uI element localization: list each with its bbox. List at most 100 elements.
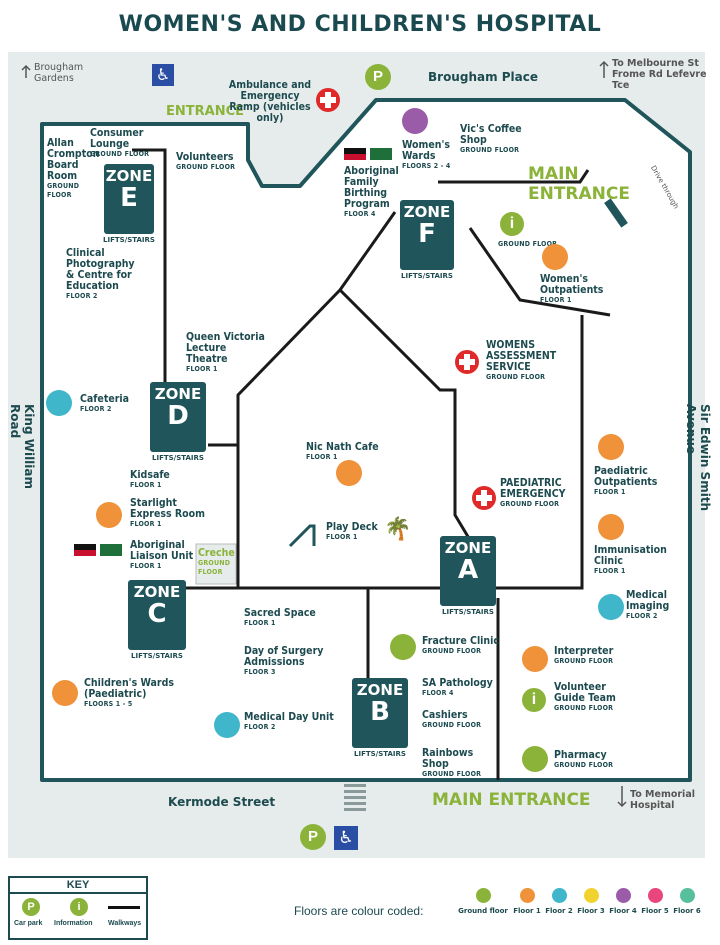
palm-tree-icon: 🌴: [384, 516, 412, 541]
entrance-steps: [344, 784, 366, 811]
zone-c-sub: LIFTS/STAIRS: [131, 652, 183, 660]
legend-floor-6: Floor 6: [672, 888, 702, 915]
car-park-icon: P: [300, 824, 326, 850]
melbourne-st-label: To Melbourne St Frome Rd Lefevre Tce: [612, 58, 707, 91]
street-arrows: [21, 60, 627, 808]
first-aid-icon: [455, 350, 479, 374]
kermode-street-label: Kermode Street: [168, 795, 276, 809]
zone-a-sub: LIFTS/STAIRS: [442, 608, 494, 616]
memorial-hospital-label: To Memorial Hospital: [630, 789, 695, 811]
torres-strait-flag-icon: [100, 544, 122, 556]
first-aid-icon: [316, 88, 340, 112]
starlight-icon: [96, 502, 122, 528]
information-icon: i: [500, 212, 524, 236]
walkway: [208, 287, 472, 541]
key-walkways-label: Walkways: [108, 920, 142, 927]
childrens-wards-label[interactable]: Children's Wards (Paediatric)FLOORS 1 - …: [84, 677, 174, 709]
accessible-icon: ♿: [152, 64, 174, 86]
slide-icon: [288, 522, 320, 548]
medical-day-unit-icon: [214, 712, 240, 738]
main-entrance-bottom-label[interactable]: MAIN ENTRANCE: [432, 790, 591, 810]
medical-imaging-icon: [598, 594, 624, 620]
sir-edwin-smith-label: Sir Edwin Smith Avenue: [684, 404, 712, 512]
fracture-clinic-icon: [390, 634, 416, 660]
walkway: [132, 148, 167, 395]
walkway: [468, 227, 611, 317]
page-title: WOMEN'S AND CHILDREN'S HOSPITAL: [118, 12, 602, 37]
entrance-label[interactable]: ENTRANCE: [166, 104, 244, 119]
walkway: [338, 211, 397, 291]
information-label[interactable]: GROUND FLOOR: [498, 240, 558, 248]
legend-ground-floor: Ground floor: [458, 888, 508, 915]
walkways: [132, 148, 611, 780]
walkway: [496, 315, 584, 590]
ambulance-ramp-label: Ambulance and Emergency Ramp (vehicles o…: [228, 79, 312, 124]
car-park-icon: P: [22, 898, 40, 916]
walkway: [438, 169, 590, 184]
key-car-park-label: Car park: [14, 920, 43, 927]
key-title: KEY: [10, 878, 146, 894]
legend-floor-4: Floor 4: [608, 888, 638, 915]
childrens-wards-icon: [52, 680, 78, 706]
walkway-line-icon: [108, 906, 140, 909]
accessible-icon: ♿: [334, 826, 358, 850]
map-key: KEY P Car park i Information Walkways: [8, 876, 148, 940]
immunisation-icon: [598, 514, 624, 540]
zone-d-sub: LIFTS/STAIRS: [152, 454, 204, 462]
first-aid-icon: [472, 486, 496, 510]
cafe-icon: [336, 460, 362, 486]
cafeteria-icon: [46, 390, 72, 416]
legend-floor-5: Floor 5: [640, 888, 670, 915]
drive-through-markings: [604, 198, 628, 228]
legend-floor-1: Floor 1: [512, 888, 542, 915]
information-icon: i: [522, 688, 546, 712]
torres-strait-flag-icon: [370, 148, 392, 160]
car-park-icon: P: [365, 64, 391, 90]
aboriginal-flag-icon: [344, 148, 366, 160]
building-outline: [40, 98, 692, 782]
floors-caption: Floors are colour coded:: [294, 904, 424, 918]
clinical-photography-label[interactable]: Clinical Photography & Centre for Educat…: [66, 247, 135, 301]
paediatric-outpatients-icon: [598, 434, 624, 460]
womens-wards-icon: [402, 108, 428, 134]
main-entrance-top-label[interactable]: MAIN ENTRANCE: [528, 164, 630, 204]
king-william-road-label: King William Road: [8, 404, 36, 490]
zone-b-sub: LIFTS/STAIRS: [354, 750, 406, 758]
